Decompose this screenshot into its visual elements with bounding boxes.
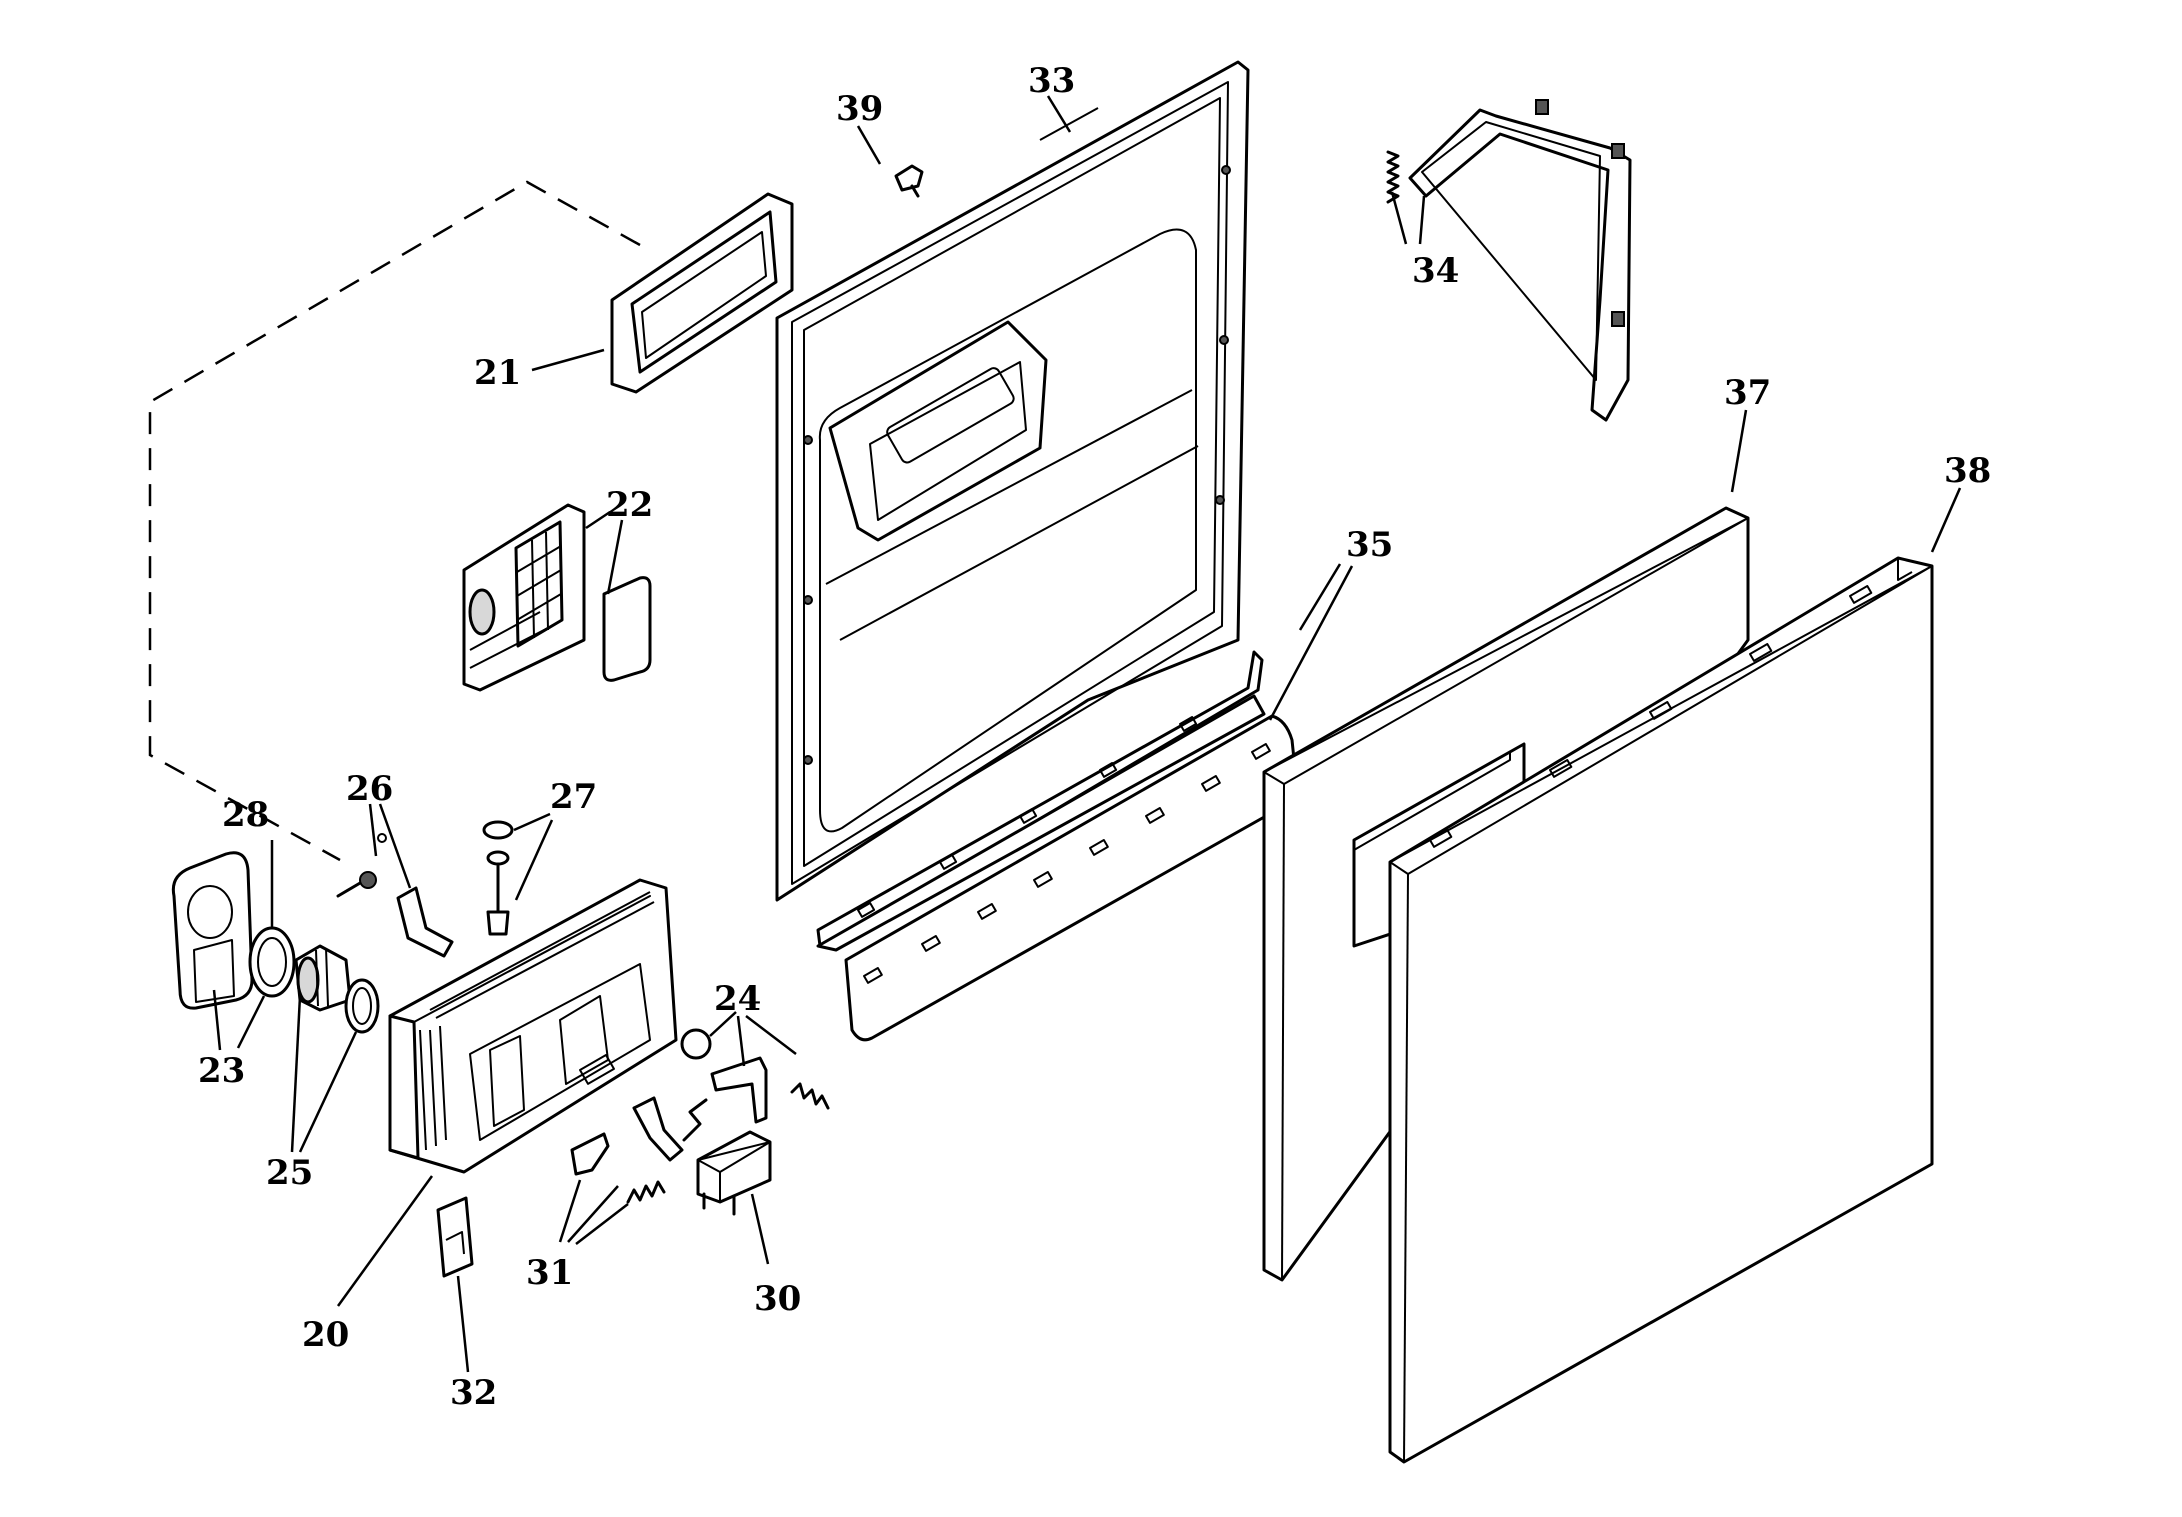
- part-31-clip: [570, 1132, 610, 1176]
- part-34-handle-bracket: [1408, 99, 1632, 422]
- callout-22: 22: [606, 485, 653, 525]
- part-24-spring: [790, 1082, 830, 1110]
- callout-20: 20: [302, 1315, 349, 1355]
- part-38-outer-door-panel: [1388, 556, 1934, 1464]
- callout-25: 25: [266, 1153, 313, 1193]
- callout-23: 23: [198, 1051, 245, 1091]
- part-27-plunger: [482, 820, 514, 936]
- part-23-dispenser-cap: [171, 851, 254, 1010]
- callout-37: 37: [1724, 373, 1771, 413]
- callout-24: 24: [714, 979, 761, 1019]
- part-35-bottom-channel: [816, 650, 1266, 952]
- callout-27: 27: [550, 777, 597, 817]
- callout-33: 33: [1028, 61, 1075, 101]
- callout-39: 39: [836, 89, 883, 129]
- callout-26: 26: [346, 769, 393, 809]
- part-30-solenoid: [696, 1130, 772, 1216]
- callout-31: 31: [526, 1253, 573, 1293]
- part-24-latch: [710, 1056, 768, 1124]
- part-26-lever: [396, 886, 454, 958]
- part-33-inner-door-panel: [775, 60, 1250, 902]
- assembly-dashed-line: [148, 180, 641, 862]
- part-25-rinse-cap: [294, 944, 352, 1012]
- part-20-dispenser: [388, 878, 678, 1174]
- callout-34: 34: [1412, 251, 1459, 291]
- callout-38: 38: [1944, 451, 1991, 491]
- part-21-gasket-frame: [610, 192, 794, 394]
- part-24-ball: [680, 1028, 712, 1060]
- leader-lines: [212, 95, 1962, 1373]
- callout-32: 32: [450, 1373, 497, 1413]
- part-31-cam: [632, 1096, 708, 1162]
- callout-30: 30: [754, 1279, 801, 1319]
- callout-35: 35: [1346, 525, 1393, 565]
- part-25-o-ring: [344, 978, 380, 1034]
- part-26-pin: [336, 833, 387, 898]
- part-22-filter-housing: [462, 503, 586, 692]
- part-39-screw: [894, 164, 924, 198]
- part-22-filter-pad: [602, 576, 652, 682]
- callout-21: 21: [474, 353, 521, 393]
- part-28-seal-ring: [248, 926, 296, 998]
- callout-28: 28: [222, 795, 269, 835]
- part-31-spring: [626, 1180, 666, 1204]
- part-32-clip: [436, 1196, 474, 1278]
